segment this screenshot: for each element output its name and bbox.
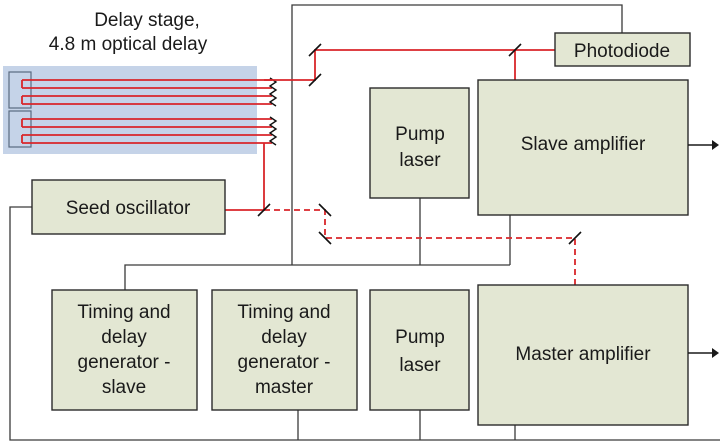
slave-amplifier-box: Slave amplifier [477,79,689,216]
mirror-3 [508,43,522,57]
timing-master-line4: master [255,377,314,398]
mirror-2 [308,73,322,87]
pump-top-line1: Pump [395,124,445,145]
pump-top-line2: laser [399,150,441,171]
pump-laser-top-box: Pump laser [369,87,470,199]
timing-master-box: Timing and delay generator - master [211,289,358,411]
delay-beam-lower [22,118,272,144]
laser-beams [225,49,576,285]
pump-bottom-line2: laser [399,355,441,376]
delay-multipass-beams [21,79,272,144]
seed-oscillator-box: Seed oscillator [31,179,226,235]
delay-retroreflector-lower [8,110,32,148]
mirror-6 [318,231,332,245]
delay-stage-title-line1: Delay stage, [94,10,200,31]
slave-output-arrowhead [712,140,719,150]
timing-slave-line3: generator - [78,352,171,373]
slave-amplifier-label: Slave amplifier [521,134,646,155]
master-amplifier-label: Master amplifier [515,344,651,365]
timing-slave-line4: slave [102,377,146,398]
delay-beam-upper [22,79,272,105]
timing-master-line1: Timing and [237,302,330,323]
trigger-wiring [9,4,720,441]
beam-seed-to-master [264,209,576,285]
timing-slave-box: Timing and delay generator - slave [51,289,198,411]
mirror-5 [318,203,332,217]
timing-master-line3: generator - [238,352,331,373]
mirror-1 [308,43,322,57]
timing-slave-line1: Timing and [77,302,170,323]
delay-stage: Delay stage, 4.8 m optical delay [3,10,278,154]
delay-right-mirrors [268,77,278,146]
timing-slave-line2: delay [101,327,147,348]
beam-delay-to-photodiode [264,49,555,81]
master-output-arrowhead [712,348,719,358]
wire-top-loop [291,4,623,265]
photodiode-box: Photodiode [554,32,691,67]
delay-retroreflector-upper [8,71,32,109]
photodiode-label: Photodiode [574,41,670,62]
delay-stage-title-line2: 4.8 m optical delay [49,34,208,55]
pump-bottom-line1: Pump [395,327,445,348]
timing-master-line2: delay [261,327,307,348]
wire-slave-timing-bus [124,264,510,290]
mirrors [257,43,582,245]
wire-seed-bottom [9,206,720,441]
master-amplifier-box: Master amplifier [477,284,689,426]
pump-laser-bottom-box: Pump laser [369,289,470,411]
mirror-7 [568,231,582,245]
mirror-4 [257,203,271,217]
seed-oscillator-label: Seed oscillator [66,198,191,219]
